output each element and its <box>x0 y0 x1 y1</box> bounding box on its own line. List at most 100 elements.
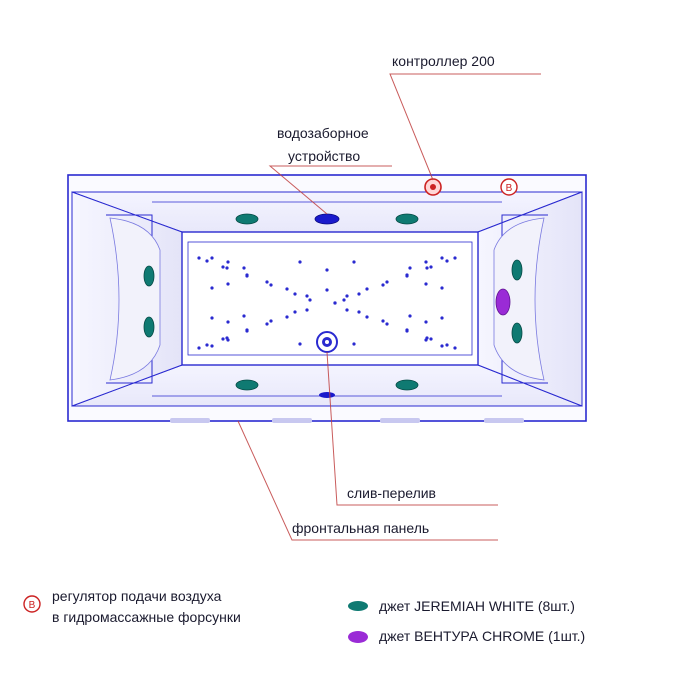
drain-overflow <box>316 331 338 353</box>
intake-leader <box>268 165 392 215</box>
air-bubble-dot <box>197 346 201 350</box>
air-bubble-dot <box>298 342 302 346</box>
legend-jeremiah-label: джет JEREMIAH WHITE (8шт.) <box>379 598 575 614</box>
air-bubble-dot <box>269 283 273 287</box>
headrest-right <box>493 217 545 381</box>
drain-leader <box>326 351 498 506</box>
air-bubble-dot <box>205 259 209 263</box>
legend-jeremiah-swatch <box>348 601 368 611</box>
air-bubble-dot <box>385 280 389 284</box>
front-panel-label: фронтальная панель <box>292 520 429 536</box>
air-bubble-dot <box>210 286 214 290</box>
headrest-left <box>109 217 161 381</box>
svg-text:B: B <box>29 600 36 611</box>
jeremiah-jet <box>235 379 259 391</box>
air-bubble-dot <box>305 294 309 298</box>
air-bubble-dot <box>424 320 428 324</box>
air-bubble-dot <box>293 292 297 296</box>
air-bubble-dot <box>226 320 230 324</box>
air-bubble-dot <box>405 328 409 332</box>
air-bubble-dot <box>405 274 409 278</box>
air-bubble-dot <box>365 315 369 319</box>
legend-regulator-line1: регулятор подачи воздуха <box>52 588 222 604</box>
ventura-jet <box>495 288 511 316</box>
jeremiah-jet <box>395 379 419 391</box>
air-bubble-dot <box>352 342 356 346</box>
air-bubble-dot <box>210 344 214 348</box>
legend-ventura-swatch <box>348 631 368 643</box>
front-panel-leader <box>237 420 498 541</box>
jeremiah-jet <box>511 259 523 281</box>
air-bubble-dot <box>265 280 269 284</box>
legend: B регулятор подачи воздуха в гидромассаж… <box>23 588 585 644</box>
air-bubble-dot <box>357 292 361 296</box>
air-bubble-dot <box>381 319 385 323</box>
air-bubble-dot <box>445 343 449 347</box>
air-bubble-dot <box>352 260 356 264</box>
controller-leader <box>389 73 541 181</box>
jeremiah-jet <box>511 322 523 344</box>
air-bubble-dot <box>197 256 201 260</box>
air-bubble-dot <box>345 294 349 298</box>
air-bubble-dot <box>381 283 385 287</box>
air-bubble-dot <box>424 260 428 264</box>
air-bubble-dot <box>293 310 297 314</box>
air-bubble-dot <box>453 346 457 350</box>
air-bubble-dot <box>242 266 246 270</box>
air-bubble-dot <box>205 343 209 347</box>
air-bubble-dot <box>245 328 249 332</box>
air-bubble-dot <box>408 314 412 318</box>
air-bubble-dot <box>221 265 225 269</box>
air-bubble-dot <box>342 298 346 302</box>
air-bubble-dot <box>440 316 444 320</box>
jeremiah-jets <box>143 213 523 391</box>
jeremiah-jet <box>143 316 155 338</box>
air-bubble-dot <box>242 314 246 318</box>
jeremiah-jet <box>235 213 259 225</box>
air-bubble-dot <box>285 287 289 291</box>
air-bubble-dot <box>424 338 428 342</box>
air-bubble-dot <box>429 265 433 269</box>
svg-text:B: B <box>506 183 513 194</box>
air-bubble-dot <box>226 338 230 342</box>
air-bubble-dot <box>365 287 369 291</box>
air-bubble-dot <box>298 260 302 264</box>
air-bubble-dot <box>210 256 214 260</box>
tub-basin-inner <box>187 241 473 356</box>
air-bubble-dot <box>408 266 412 270</box>
air-bubble-dot <box>333 301 337 305</box>
air-bubble-dot <box>225 266 229 270</box>
leader-lines <box>237 73 541 541</box>
air-bubble-dot <box>325 268 329 272</box>
air-bubble-dot <box>245 274 249 278</box>
air-bubble-dot <box>440 256 444 260</box>
controller-200-icon <box>424 178 442 196</box>
intake-label-line2: устройство <box>288 148 360 164</box>
air-bubble-dot <box>269 319 273 323</box>
air-bubble-dot <box>325 288 329 292</box>
air-bubble-dot <box>308 298 312 302</box>
jeremiah-jet <box>395 213 419 225</box>
air-bubble-dot <box>226 282 230 286</box>
intake-label-line1: водозаборное <box>277 125 369 141</box>
air-bubble-field <box>197 256 457 350</box>
air-bubble-dot <box>445 259 449 263</box>
air-bubble-dot <box>440 286 444 290</box>
air-bubble-dot <box>357 310 361 314</box>
air-bubble-dot <box>305 308 309 312</box>
drain-label: слив-перелив <box>347 485 436 501</box>
jeremiah-jet <box>143 265 155 287</box>
legend-regulator-icon: B <box>23 595 41 613</box>
air-bubble-dot <box>424 282 428 286</box>
legend-ventura-label: джет ВЕНТУРА CHROME (1шт.) <box>379 628 585 644</box>
controller-label: контроллер 200 <box>392 53 495 69</box>
legend-regulator-line2: в гидромассажные форсунки <box>52 609 241 625</box>
air-bubble-dot <box>285 315 289 319</box>
air-bubble-dot <box>345 308 349 312</box>
air-bubble-dot <box>226 260 230 264</box>
air-bubble-dot <box>265 322 269 326</box>
air-bubble-dot <box>210 316 214 320</box>
air-bubble-dot <box>453 256 457 260</box>
